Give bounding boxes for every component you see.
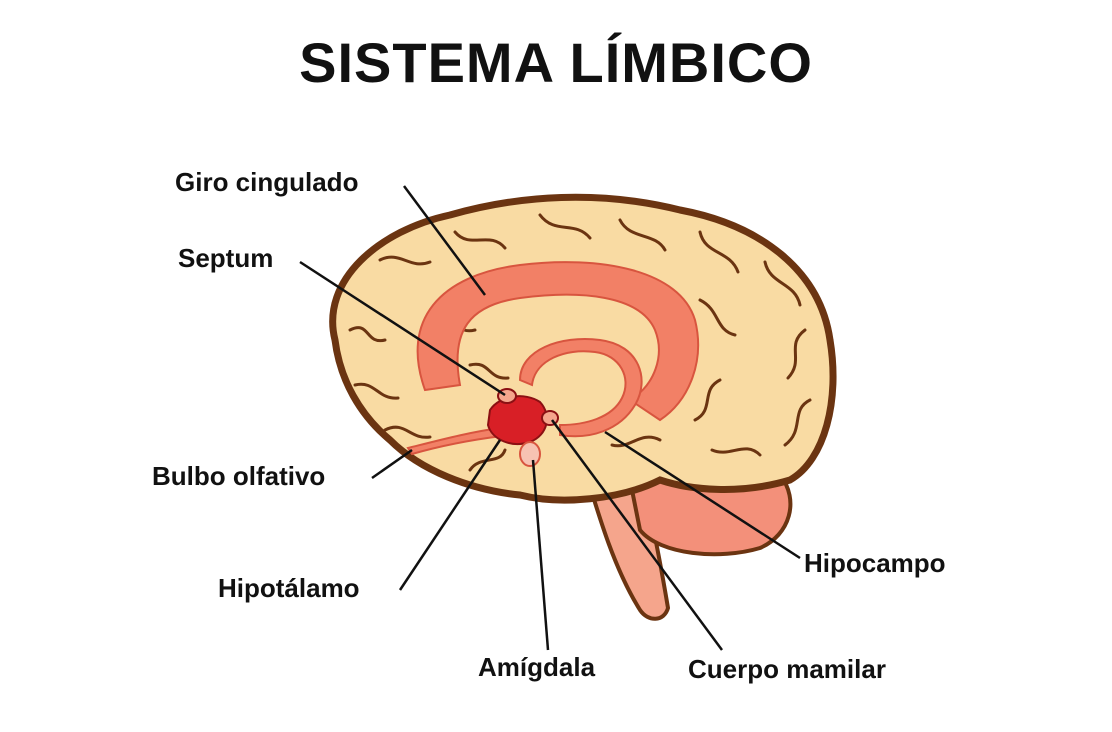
leader-bulbo-olfativo: [371, 448, 413, 480]
amygdala: [519, 441, 541, 467]
leader-lines: [299, 185, 801, 651]
leader-hipotalamo: [398, 439, 502, 591]
label-amigdala: Amígdala: [478, 652, 596, 682]
hippocampus: [518, 338, 643, 438]
leader-septum: [299, 260, 506, 397]
label-cuerpo-mamilar: Cuerpo mamilar: [688, 654, 886, 684]
leader-giro-cingulado: [402, 185, 487, 296]
label-hipotalamo: Hipotálamo: [218, 573, 360, 603]
leader-cuerpo-mamilar: [550, 419, 724, 651]
label-bulbo-olfativo: Bulbo olfativo: [152, 461, 326, 491]
leader-amigdala: [531, 459, 550, 651]
hypothalamus: [486, 395, 548, 445]
page-title: SISTEMA LÍMBICO: [299, 31, 813, 94]
label-giro-cingulado: Giro cingulado: [175, 167, 359, 197]
leader-hipocampo: [604, 430, 801, 560]
cingulate-gyrus: [416, 261, 700, 422]
label-septum: Septum: [178, 243, 274, 273]
label-hipocampo: Hipocampo: [804, 548, 946, 578]
